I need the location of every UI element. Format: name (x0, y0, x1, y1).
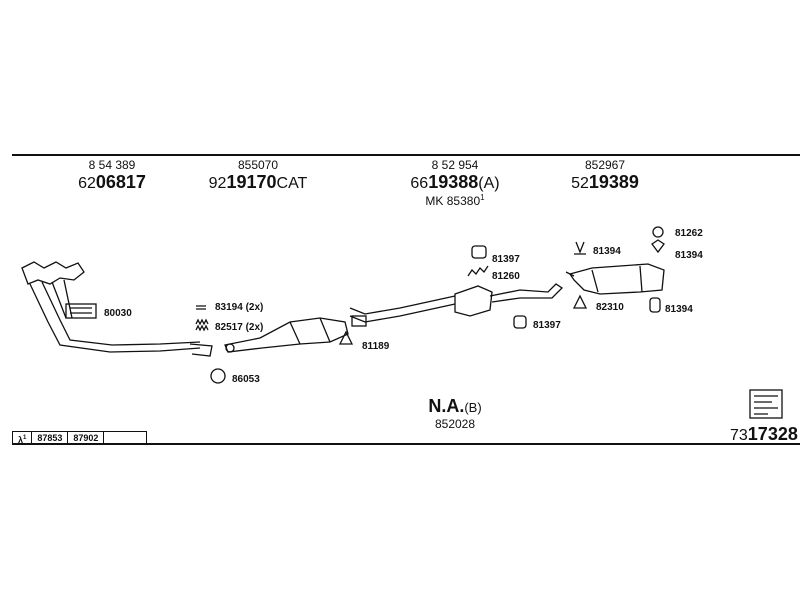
column-rear-silencer: 852967 5219389 (555, 158, 655, 193)
sensor-number: 87853 (32, 432, 69, 444)
part-label: 81189 (362, 341, 390, 352)
clamp (195, 305, 209, 332)
flange-gasket (338, 330, 354, 345)
note: N.A.(B) 852028 (410, 396, 500, 431)
note-code: N.A.(B) (428, 396, 482, 416)
part-label: 81262 (675, 228, 703, 239)
rear-silencer (565, 263, 665, 295)
exhaust-manifold (21, 261, 213, 357)
lambda-sensor-table: λ1 87853 87902 (12, 431, 148, 445)
part-label: 82517 (2x) (215, 322, 264, 333)
lambda-symbol: λ1 (13, 432, 33, 445)
part-label: 81394 (593, 246, 621, 257)
top-rule (12, 154, 800, 156)
flange-gasket (210, 368, 226, 384)
part-label: 81394 (675, 250, 703, 261)
part-number: 6619388(A) (410, 172, 500, 192)
part-label: 86053 (232, 374, 260, 385)
info-book-icon (749, 389, 783, 419)
part-label: 80030 (104, 308, 132, 319)
part-label: 83194 (2x) (215, 302, 264, 313)
flange-gasket (572, 294, 588, 309)
part-label: 81397 (533, 320, 561, 331)
part-label: 81397 (492, 254, 520, 265)
empty-cell (104, 432, 146, 444)
part-label: 81260 (492, 271, 520, 282)
bottom-rule (12, 443, 800, 445)
catalytic-converter (224, 317, 349, 353)
ref-number: 855070 (237, 158, 279, 172)
column-manifold: 8 54 389 6206817 (62, 158, 162, 193)
ref-number: 8 52 954 (431, 158, 479, 172)
note-ref: 852028 (434, 417, 476, 431)
mounting-kit: MK 853801 (425, 193, 485, 208)
part-number: 9219170CAT (208, 172, 308, 192)
sensor-number: 87902 (68, 432, 105, 444)
part-label: 82310 (596, 302, 624, 313)
ref-number: 8 54 389 (88, 158, 136, 172)
diagram-number: 7317328 (730, 424, 798, 444)
middle-silencer (349, 283, 564, 327)
column-middle-silencer: 8 52 954 6619388(A) MK 853801 (395, 158, 515, 208)
ref-number: 852967 (584, 158, 626, 172)
column-catalyst: 855070 9219170CAT (198, 158, 318, 193)
rubber-hanger (467, 226, 665, 329)
part-number: 6206817 (78, 172, 146, 192)
part-label: 81394 (665, 304, 693, 315)
part-number: 5219389 (571, 172, 639, 192)
